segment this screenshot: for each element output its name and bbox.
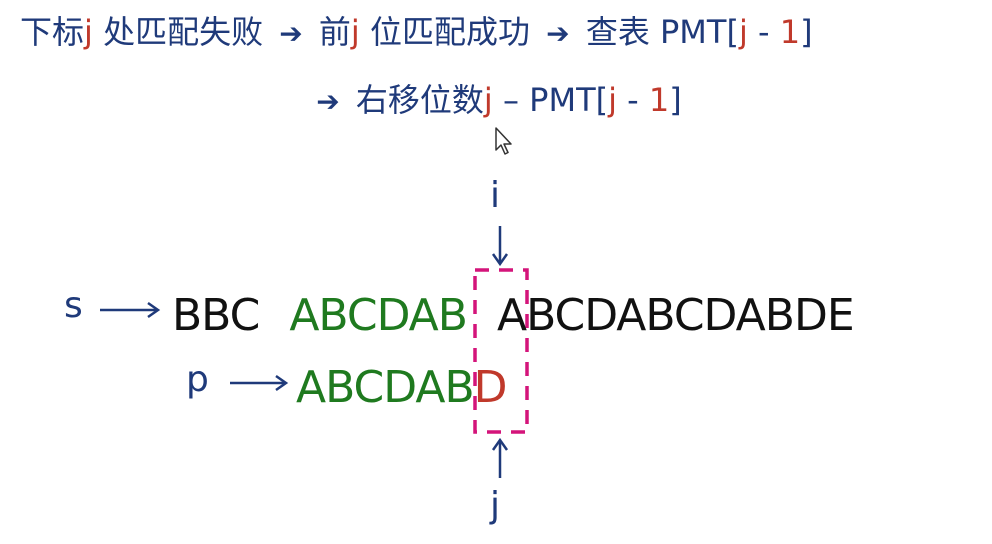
text-bracket-close: ] (800, 13, 813, 51)
arrow-right-icon: ➔ (279, 17, 303, 50)
rule-line-1: 下标j 处匹配失败 ➔ 前j 位匹配成功 ➔ 查表 PMT[j - 1] (20, 10, 980, 56)
text-minus-pmt: – PMT[ (492, 81, 609, 119)
var-j: j (350, 13, 360, 51)
pointer-i-label: i (490, 175, 501, 216)
arrow-right-icon: ➔ (316, 85, 340, 118)
comparison-box (473, 268, 529, 434)
text-mismatch: 处匹配失败 (92, 13, 264, 51)
text-bracket-close: ] (669, 81, 682, 119)
s-matched: ABCDAB (289, 290, 468, 341)
s-prefix: BBC (172, 290, 260, 341)
number-one: 1 (648, 81, 670, 119)
p-label: p (186, 359, 209, 400)
text-first: 前 (308, 13, 351, 51)
p-arrow-icon (230, 374, 289, 392)
text-minus: - (616, 81, 649, 119)
p-mismatch-char: D (473, 362, 508, 413)
p-sequence: ABCDABD (296, 362, 508, 414)
text-minus: - (747, 13, 780, 51)
p-matched: ABCDAB (296, 362, 475, 413)
j-up-arrow-icon (491, 437, 509, 478)
text-subscript: 下标 (20, 13, 85, 51)
var-j: j (608, 81, 617, 119)
text-match-success: 位匹配成功 (359, 13, 530, 51)
number-one: 1 (779, 13, 801, 51)
rule-line-2: ➔ 右移位数j – PMT[j - 1] (0, 78, 992, 124)
s-arrow-icon (100, 301, 161, 319)
arrow-right-icon: ➔ (546, 17, 570, 50)
var-j: j (84, 13, 93, 51)
i-down-arrow-icon (491, 226, 509, 267)
s-label: s (64, 285, 83, 326)
mouse-cursor-icon (495, 127, 512, 155)
s-rest: ABCDABCDABDE (496, 290, 855, 341)
var-j: j (738, 13, 748, 51)
text-shift-count: 右移位数 (345, 81, 484, 119)
var-j: j (483, 81, 493, 119)
pointer-j-label: j (490, 485, 501, 526)
text-lookup-pmt: 查表 PMT[ (575, 13, 739, 51)
s-sequence: BBC ABCDAB ABCDABCDABDE (172, 290, 855, 342)
